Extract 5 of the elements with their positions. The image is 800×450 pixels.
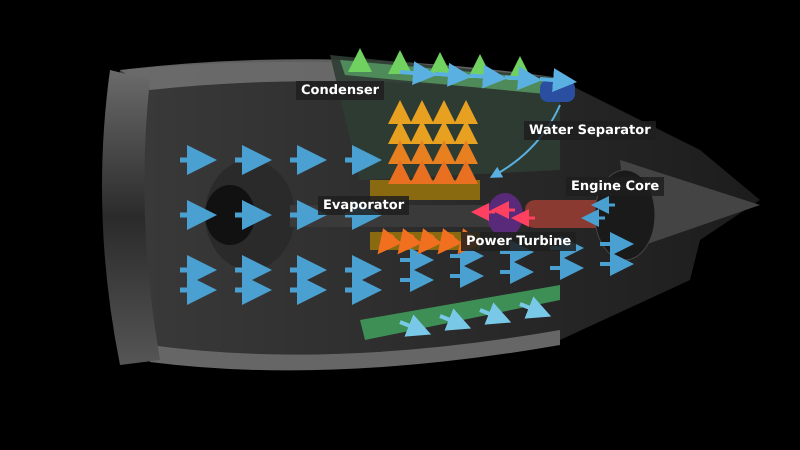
part-label: Evaporator — [318, 196, 410, 215]
part-label: Water Separator — [524, 121, 656, 140]
part-label: Condenser — [296, 81, 384, 100]
part-label: Power Turbine — [461, 232, 576, 251]
part-label: Engine Core — [566, 177, 664, 196]
